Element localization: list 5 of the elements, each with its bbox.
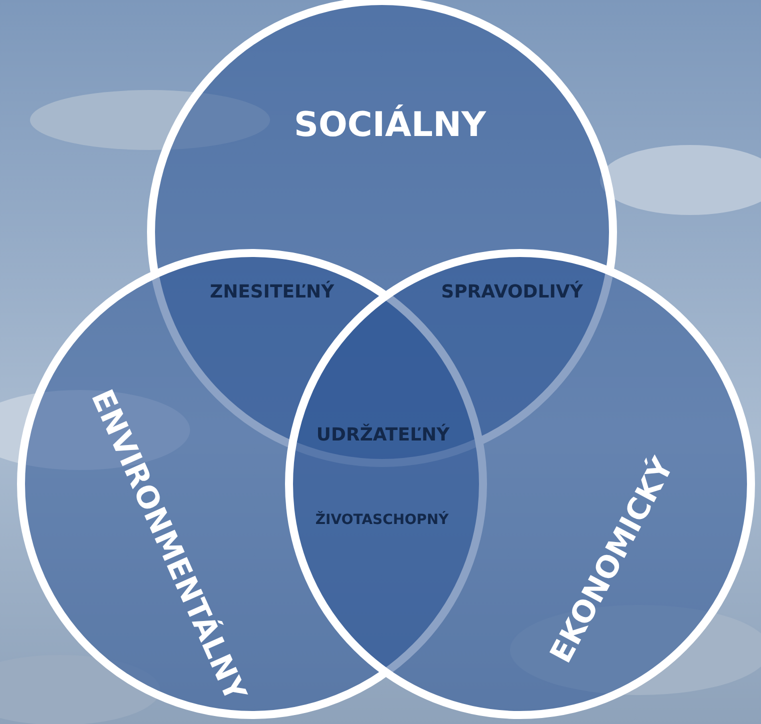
overlap-label: SPRAVODLIVÝ [441,282,583,302]
overlap-label: ŽIVOTASCHOPNÝ [315,512,449,528]
overlap-label: UDRŽATEĽNÝ [316,424,450,446]
overlap-label: ZNESITEĽNÝ [210,282,334,302]
circle-title: SOCIÁLNY [294,105,486,145]
